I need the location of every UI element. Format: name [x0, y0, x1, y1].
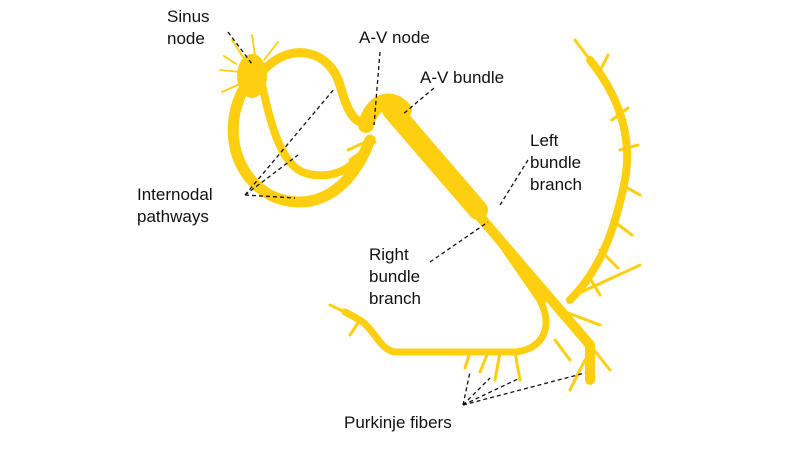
purkinje-fibers-leader-4: [462, 372, 586, 406]
av-node-leader: [373, 51, 381, 126]
internodal-pathway-upper: [257, 48, 377, 127]
internodal-pathways-label: Internodal pathways: [137, 185, 213, 226]
left-bundle-branch-leader: [499, 159, 529, 206]
left-bundle-branch-lateral: [566, 56, 632, 304]
internodal-pathway-inner: [258, 81, 374, 180]
sinus-node-label: Sinus node: [167, 7, 210, 48]
purkinje-fibers-leader-1: [462, 371, 471, 406]
left-bundle-branch-label: Left bundle branch: [530, 131, 582, 194]
right-bundle-branch-leader: [429, 221, 489, 263]
av-node-label: A-V node: [359, 28, 430, 47]
purkinje-fibers-label: Purkinje fibers: [344, 413, 452, 432]
internodal-pathways-leader-1: [244, 87, 336, 196]
internodal-pathways-leader-3: [244, 194, 296, 199]
av-bundle-label: A-V bundle: [420, 68, 505, 87]
internodal-pathway-outer: [227, 74, 376, 208]
right-bundle-branch-label: Right bundle branch: [369, 245, 421, 308]
conduction-fibers: [219, 34, 642, 392]
purkinje-fibers-leader-2: [462, 377, 491, 406]
leader-lines: [227, 31, 586, 406]
sinus-node-shape: [237, 54, 267, 98]
purkinje-fibers-leader-3: [462, 377, 521, 406]
sinus-node-filaments: [219, 34, 279, 109]
internodal-pathway-strand-1: [346, 136, 376, 152]
internodal-pathway-strand-2: [348, 140, 377, 162]
av-bundle-shape: [382, 100, 488, 220]
purkinje-fibers-shapes: [328, 38, 642, 392]
